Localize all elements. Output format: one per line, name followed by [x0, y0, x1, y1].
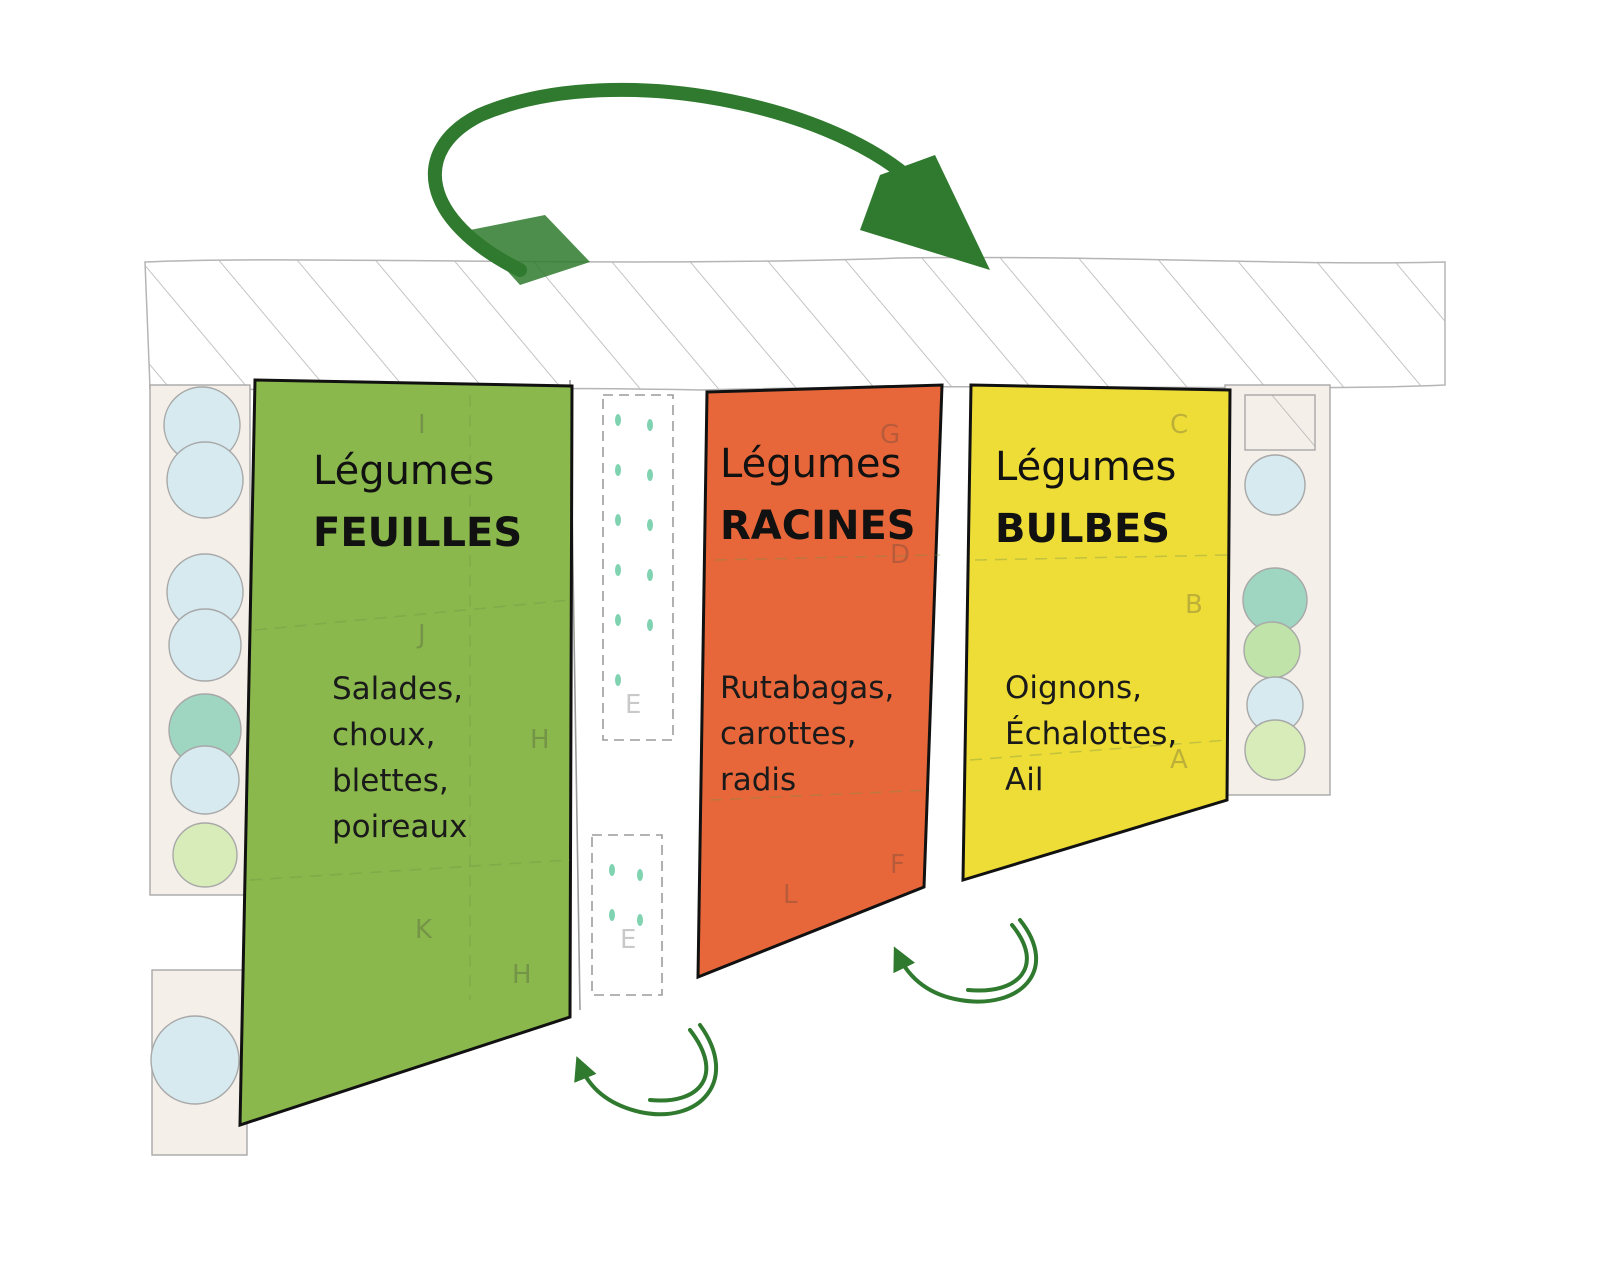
bed-racines-items: Rutabagas, carottes, radis [720, 665, 894, 803]
sketch-letter: A [1170, 745, 1188, 775]
list-item: radis [720, 762, 797, 798]
right-hedge [1224, 384, 1331, 796]
sketch-letter: H [530, 725, 550, 755]
bed-feuilles-items: Salades, choux, blettes, poireaux [332, 666, 467, 850]
middle-path-seedlings [609, 414, 653, 926]
bed-bulbes-title-line1: Légumes [995, 444, 1177, 490]
sketch-letter: H [512, 960, 532, 990]
bed-bulbes-items: Oignons, Échalottes, Ail [1005, 665, 1177, 803]
sketch-letter: G [880, 420, 901, 450]
list-item: Échalottes, [1005, 716, 1178, 752]
middle-path-strip [569, 379, 674, 1011]
bed-racines-title-line2: RACINES [720, 503, 916, 549]
sketch-letter: L [783, 880, 798, 910]
bed-feuilles-title-line1: Légumes [313, 448, 495, 494]
sketch-letter: K [415, 915, 433, 945]
list-item: Salades, [332, 671, 464, 707]
bed-bulbes-title: Légumes BULBES [995, 436, 1176, 560]
list-item: Rutabagas, [720, 670, 895, 706]
list-item: carottes, [720, 716, 857, 752]
sketch-letter: B [1185, 590, 1203, 620]
bed-racines-title-line1: Légumes [720, 441, 902, 487]
sketch-letter: F [890, 850, 905, 880]
sketch-letter: D [890, 540, 911, 570]
path-hatched-band [144, 256, 1446, 391]
sketch-letter: E [620, 925, 637, 955]
bed-bulbes-title-line2: BULBES [995, 506, 1171, 552]
list-item: blettes, [332, 763, 449, 799]
bed-racines-title: Légumes RACINES [720, 433, 916, 557]
rotation-arrow-large-icon [427, 82, 990, 285]
list-item: Ail [1005, 762, 1044, 798]
bed-racines [696, 383, 944, 980]
sketch-letter: J [418, 620, 426, 650]
bed-feuilles-title: Légumes FEUILLES [313, 440, 522, 564]
bed-sketch-lines [249, 395, 1231, 1000]
list-item: Oignons, [1005, 670, 1142, 706]
list-item: poireaux [332, 809, 468, 845]
left-hedge [149, 384, 251, 1156]
bed-feuilles [238, 378, 574, 1128]
list-item: choux, [332, 717, 436, 753]
bed-feuilles-title-line2: FEUILLES [313, 510, 523, 556]
bed-bulbes [961, 383, 1232, 883]
sketch-letter: C [1170, 410, 1189, 440]
sketch-letter: E [625, 690, 642, 720]
rotation-arrow-small-icon [893, 918, 1039, 1004]
rotation-arrow-small-icon [574, 1023, 719, 1117]
sketch-letter: I [418, 410, 426, 440]
